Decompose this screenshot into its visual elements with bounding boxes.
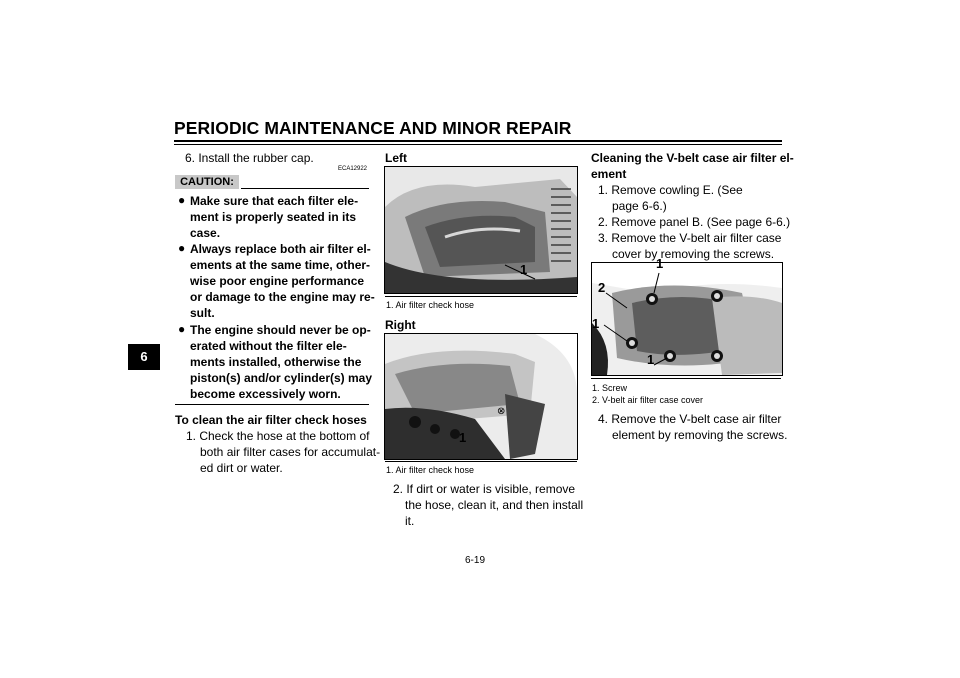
step-1-line-1: 1. Check the hose at the bottom of: [186, 429, 370, 443]
bullet-3-line-3: ments installed, otherwise the: [190, 355, 362, 369]
bullet-2-line-3: wise poor engine performance: [190, 274, 365, 288]
bullet-2-line-5: sult.: [190, 306, 215, 320]
vbelt-caption-1: 1. Screw: [592, 383, 628, 393]
step-1-line-2: both air filter cases for accumulat-: [200, 445, 381, 459]
v-step-2: 2. Remove panel B. (See page 6-6.): [598, 215, 791, 229]
v-step-3-line-2: cover by removing the screws.: [612, 247, 775, 261]
right-caption: 1. Air filter check hose: [386, 465, 475, 475]
vbelt-callout-4: 1: [647, 352, 655, 367]
right-photo: ⊗: [384, 333, 578, 460]
right-label: Right: [385, 318, 416, 332]
vbelt-callout-2: 2: [598, 280, 606, 295]
chapter-tab: 6: [128, 344, 160, 370]
vbelt-callout-3: 1: [592, 316, 600, 331]
left-caption: 1. Air filter check hose: [386, 300, 475, 310]
bullet-1-line-3: case.: [190, 226, 221, 240]
vbelt-caption-2: 2. V-belt air filter case cover: [592, 395, 704, 405]
bullet-3-line-4: piston(s) and/or cylinder(s) may: [190, 371, 373, 385]
bullet-2-line-2: ements at the same time, other-: [190, 258, 371, 272]
vbelt-heading-line-2: ement: [591, 167, 627, 181]
v-step-1-line-2: page 6-6.): [612, 199, 667, 213]
left-photo: [384, 166, 578, 294]
v-step-4-line-2: element by removing the screws.: [612, 428, 788, 442]
right-callout: 1: [459, 430, 467, 445]
bullet-2-line-1: Always replace both air filter el-: [190, 242, 371, 256]
vbelt-photo: [591, 262, 783, 376]
step-1-line-3: ed dirt or water.: [200, 461, 283, 475]
v-step-1-line-1: 1. Remove cowling E. (See: [598, 183, 743, 197]
vbelt-callout-1: 1: [656, 256, 664, 271]
v-step-4-line-1: 4. Remove the V-belt case air filter: [598, 412, 782, 426]
svg-text:⊗: ⊗: [497, 406, 505, 417]
step-2-line-3: it.: [405, 514, 415, 528]
bullet-3-line-2: erated without the filter ele-: [190, 339, 347, 353]
caution-code: ECA12922: [338, 166, 368, 172]
caution-label: CAUTION:: [175, 175, 239, 189]
caption-rule: [385, 296, 577, 297]
step-2-line-2: the hose, clean it, and then install: [405, 498, 584, 512]
caption-rule: [385, 461, 577, 462]
bullet-icon: ●: [178, 193, 186, 207]
title-rule-thin: [174, 144, 782, 145]
page-number: 6-19: [465, 555, 486, 566]
bullet-3-line-1: The engine should never be op-: [190, 323, 371, 337]
bullet-icon: ●: [178, 241, 186, 255]
step-2-line-1: 2. If dirt or water is visible, remove: [393, 482, 576, 496]
left-callout: 1: [520, 262, 528, 277]
vbelt-heading-line-1: Cleaning the V-belt case air filter el-: [591, 151, 794, 165]
bullet-3-line-5: become excessively worn.: [190, 387, 341, 401]
v-step-3-line-1: 3. Remove the V-belt air filter case: [598, 231, 782, 245]
bullet-1-line-2: ment is properly seated in its: [190, 210, 357, 224]
bullet-2-line-4: or damage to the engine may re-: [190, 290, 375, 304]
caution-rule: [241, 188, 369, 189]
step-6: 6. Install the rubber cap.: [185, 151, 314, 165]
left-label: Left: [385, 151, 407, 165]
hoses-heading: To clean the air filter check hoses: [175, 413, 367, 427]
bullet-1-line-1: Make sure that each filter ele-: [190, 194, 359, 208]
caption-rule: [591, 378, 781, 379]
page-title: PERIODIC MAINTENANCE AND MINOR REPAIR: [174, 118, 572, 138]
title-rule: [174, 140, 782, 142]
bullet-icon: ●: [178, 322, 186, 336]
caution-end-rule: [175, 404, 369, 405]
